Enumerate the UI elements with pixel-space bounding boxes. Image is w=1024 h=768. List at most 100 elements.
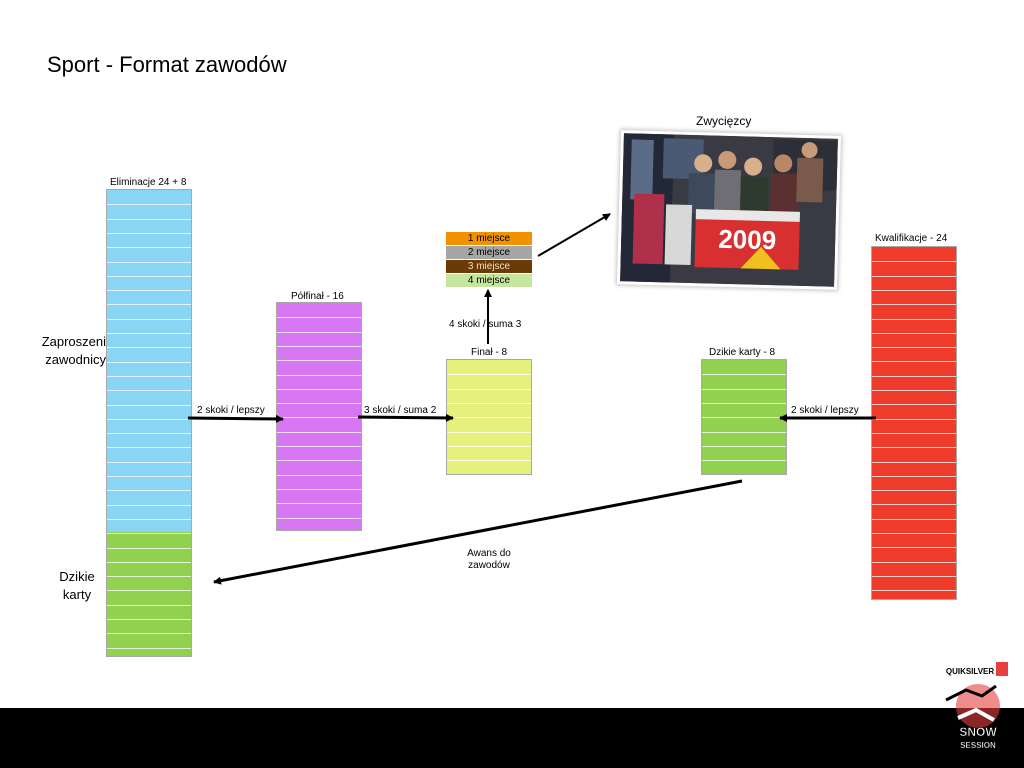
places-list: 1 miejsce 2 miejsce 3 miejsce 4 miejsce	[446, 232, 532, 288]
row-divider	[277, 503, 361, 505]
row-divider	[872, 490, 956, 492]
row-divider	[447, 374, 531, 376]
row-divider	[277, 374, 361, 376]
row-divider	[872, 289, 956, 291]
row-divider	[872, 390, 956, 391]
row-divider	[872, 418, 956, 420]
row-divider	[107, 347, 191, 349]
row-divider	[107, 647, 191, 649]
row-divider	[447, 417, 531, 419]
row-divider	[872, 404, 956, 406]
row-divider	[107, 576, 191, 578]
row-divider	[872, 261, 956, 263]
row-divider	[277, 517, 361, 519]
column-final	[446, 359, 532, 475]
row-divider	[702, 374, 786, 376]
row-divider	[107, 261, 191, 263]
row-divider	[107, 204, 191, 206]
row-divider	[107, 633, 191, 635]
winners-banner-text: 2009	[718, 224, 777, 256]
row-divider	[107, 433, 191, 435]
row-divider	[107, 361, 191, 363]
column-dzikie-karty	[701, 359, 787, 475]
row-divider	[447, 460, 531, 462]
arrow-elim-to-polfinal	[187, 414, 284, 423]
row-divider	[872, 447, 956, 449]
row-divider	[107, 290, 191, 292]
row-divider	[872, 475, 956, 477]
row-divider	[107, 504, 191, 506]
row-divider	[872, 304, 956, 306]
arrow-places-to-winners	[537, 213, 611, 257]
row-divider	[107, 275, 191, 277]
row-divider	[872, 533, 956, 534]
row-divider	[107, 447, 191, 449]
label-dzikie-karty-8: Dzikie karty - 8	[709, 347, 776, 358]
logo-line1: SNOW	[959, 725, 997, 739]
row-divider	[107, 375, 191, 377]
arrow-polfinal-to-final	[357, 413, 454, 422]
column-kwalifikacje	[871, 246, 957, 600]
row-divider	[277, 345, 361, 347]
place-2: 2 miejsce	[446, 246, 532, 260]
row-divider	[277, 431, 361, 433]
place-1: 1 miejsce	[446, 232, 532, 246]
row-divider	[872, 504, 956, 506]
row-divider	[107, 247, 191, 249]
label-zaproszeni: Zaproszeni zawodnicy	[41, 334, 106, 367]
row-divider	[107, 490, 191, 492]
row-divider	[107, 619, 191, 620]
label-skoki-2-left: 2 skoki / lepszy	[197, 405, 265, 416]
row-divider	[107, 318, 191, 320]
column-polfinal	[276, 302, 362, 531]
label-awans: Awans do zawodów	[467, 548, 511, 571]
row-divider	[107, 604, 191, 606]
row-divider	[447, 445, 531, 447]
row-divider	[277, 388, 361, 390]
page-title: Sport - Format zawodów	[47, 52, 287, 77]
row-divider	[872, 361, 956, 363]
row-divider	[872, 561, 956, 563]
row-divider	[702, 417, 786, 419]
row-divider	[107, 333, 191, 334]
segment-invited	[107, 190, 191, 532]
label-zwyciezcy: Zwycięzcy	[696, 114, 752, 128]
row-divider	[277, 488, 361, 490]
segment-wildcards	[107, 532, 191, 656]
place-4: 4 miejsce	[446, 274, 532, 288]
row-divider	[107, 404, 191, 406]
label-final: Finał - 8	[471, 347, 508, 358]
row-divider	[872, 461, 956, 463]
quiksilver-snow-session-logo: QUIKSILVER SNOW SESSION	[936, 660, 1016, 760]
winners-banner	[694, 209, 800, 270]
row-divider	[277, 460, 361, 462]
logo-line2: SESSION	[960, 741, 996, 750]
row-divider	[702, 402, 786, 404]
row-divider	[107, 533, 191, 535]
row-divider	[277, 417, 361, 419]
row-divider	[447, 402, 531, 404]
footer-bar	[0, 708, 1024, 768]
place-3: 3 miejsce	[446, 260, 532, 274]
row-divider	[702, 388, 786, 390]
row-divider	[107, 476, 191, 477]
row-divider	[107, 304, 191, 306]
label-eliminacje: Eliminacje 24 + 8	[110, 177, 187, 188]
row-divider	[107, 218, 191, 220]
row-divider	[277, 474, 361, 476]
row-divider	[702, 431, 786, 433]
row-divider	[447, 388, 531, 390]
row-divider	[107, 561, 191, 563]
column-eliminacje	[106, 189, 192, 657]
row-divider	[872, 432, 956, 434]
label-kwalifikacje: Kwalifikacje - 24	[875, 233, 948, 244]
row-divider	[277, 317, 361, 319]
row-divider	[872, 275, 956, 277]
label-skoki-3: 3 skoki / suma 2	[364, 405, 437, 416]
row-divider	[702, 460, 786, 462]
row-divider	[107, 390, 191, 392]
row-divider	[872, 590, 956, 592]
row-divider	[107, 518, 191, 520]
row-divider	[107, 590, 191, 592]
row-divider	[702, 445, 786, 447]
